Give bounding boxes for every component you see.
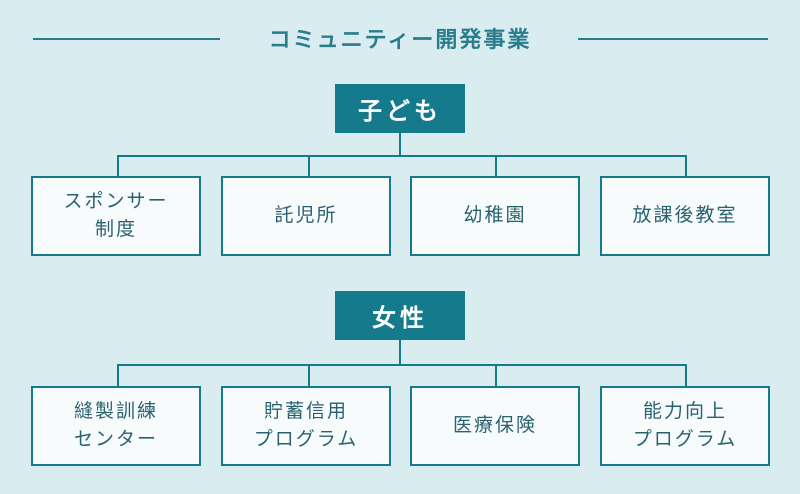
section-box-children: 子ども bbox=[335, 84, 465, 133]
child-box-medical-insurance-line-1: 医療保険 bbox=[452, 414, 537, 437]
child-box-sponsor-system-line-1: スポンサー bbox=[63, 190, 169, 213]
child-box-sewing-training-line-2: センター bbox=[73, 428, 158, 450]
child-box-capacity-building: 能力向上 プログラム bbox=[600, 386, 770, 466]
child-box-daycare: 託児所 bbox=[221, 176, 391, 256]
connector-branch-children-3 bbox=[495, 155, 497, 177]
connector-branch-women-3 bbox=[495, 364, 497, 387]
section-box-women: 女性 bbox=[335, 291, 465, 340]
child-box-kindergarten-line-1: 幼稚園 bbox=[463, 204, 527, 227]
child-box-capacity-building-line-1: 能力向上 bbox=[642, 400, 727, 423]
connector-branch-children-2 bbox=[308, 155, 310, 177]
connector-vertical-children-top bbox=[399, 133, 401, 155]
diagram-title: コミュニティー開発事業 bbox=[268, 28, 532, 53]
child-box-savings-credit-line-1: 貯蓄信用 bbox=[263, 400, 348, 423]
connector-branch-children-1 bbox=[117, 155, 119, 177]
connector-branch-women-2 bbox=[308, 364, 310, 387]
connector-branch-women-1 bbox=[117, 364, 119, 387]
child-box-after-school-line-1: 放課後教室 bbox=[632, 204, 738, 227]
child-box-sewing-training-line-1: 縫製訓練 bbox=[73, 400, 158, 423]
child-box-medical-insurance: 医療保険 bbox=[410, 386, 580, 466]
child-box-kindergarten: 幼稚園 bbox=[410, 176, 580, 256]
title-line-right bbox=[578, 38, 768, 40]
child-box-daycare-line-1: 託児所 bbox=[274, 204, 338, 227]
child-box-after-school: 放課後教室 bbox=[600, 176, 770, 256]
connector-vertical-women-top bbox=[399, 340, 401, 364]
connector-branch-women-4 bbox=[685, 364, 687, 387]
connector-horizontal-children bbox=[117, 155, 687, 157]
connector-branch-children-4 bbox=[685, 155, 687, 177]
child-box-sewing-training: 縫製訓練 センター bbox=[31, 386, 201, 466]
title-line-left bbox=[33, 38, 220, 40]
child-box-savings-credit-line-2: プログラム bbox=[253, 428, 359, 450]
connector-horizontal-women bbox=[117, 364, 687, 366]
child-box-sponsor-system-line-2: 制度 bbox=[94, 218, 137, 240]
child-box-sponsor-system: スポンサー 制度 bbox=[31, 176, 201, 256]
child-box-capacity-building-line-2: プログラム bbox=[632, 428, 738, 450]
child-box-savings-credit: 貯蓄信用 プログラム bbox=[221, 386, 391, 466]
